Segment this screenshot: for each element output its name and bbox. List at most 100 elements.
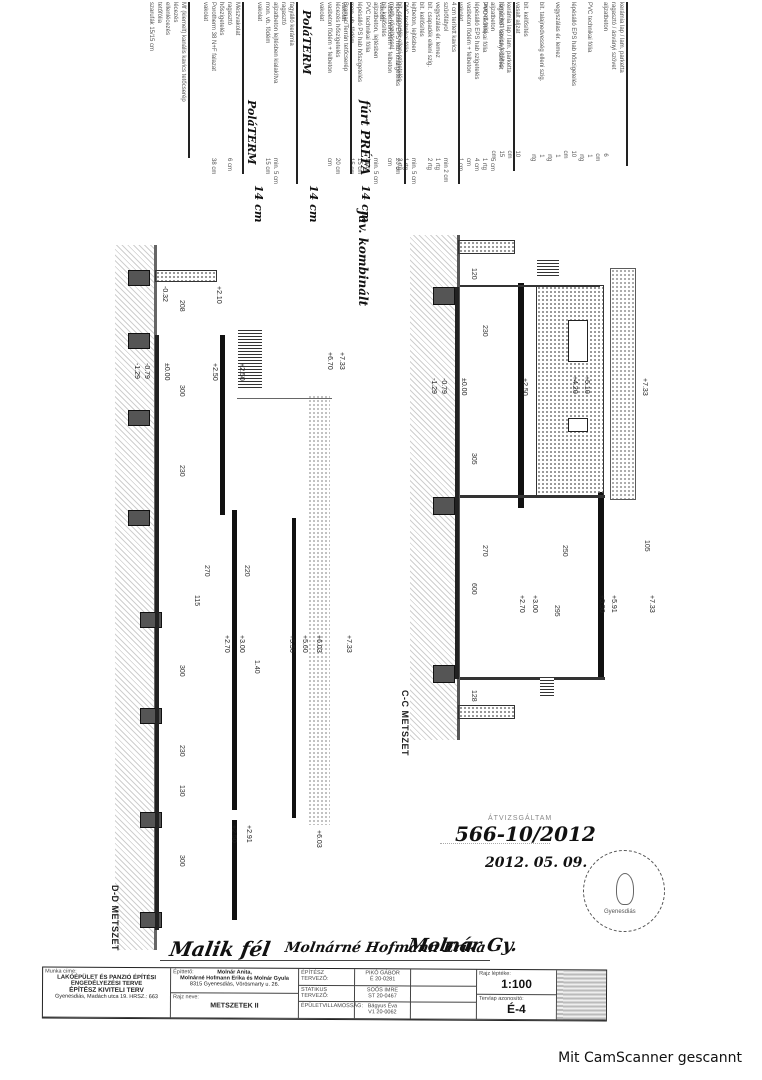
level-mark: ±0.00 bbox=[460, 378, 467, 396]
spec-material: vasbeton födém + felbeton bbox=[465, 2, 471, 73]
level-mark: -1.29 bbox=[430, 378, 437, 394]
level-mark: +6.03 bbox=[315, 635, 322, 653]
spec-line: fagyálló kerámia bbox=[287, 2, 298, 185]
wall-line bbox=[460, 495, 605, 498]
foundation bbox=[128, 410, 150, 426]
signature-cell bbox=[410, 1002, 477, 1020]
role-reg: ST 20-0467 bbox=[368, 993, 397, 1000]
spec-line: bit. talajnedvesség elleni szig.1 rtg bbox=[529, 2, 545, 166]
spec-line: aljzatbeton lejtésben kialakítva min. 5 c… bbox=[271, 2, 279, 184]
spec-material: ragasztó bbox=[280, 2, 286, 26]
skylight bbox=[568, 418, 588, 432]
drawing-label: Rajz neve: bbox=[172, 994, 199, 1001]
dimension: 208 bbox=[178, 300, 185, 312]
scale-value: 1:100 bbox=[501, 976, 532, 992]
level-mark: +2.50 bbox=[211, 363, 218, 381]
level-mark: -0.79 bbox=[440, 378, 447, 394]
spec-line: 4 cm terített kavics bbox=[449, 2, 460, 185]
role-label: ÉPÍTÉSZ TERVEZŐ: bbox=[299, 968, 356, 987]
coat-of-arms-icon bbox=[616, 873, 634, 905]
spec-material: Mf (kiemelt) kanális kavics tetőcserép bbox=[180, 2, 186, 102]
project-line: Gyenesdiás, Madách utca 19. HRSZ.: 663 bbox=[54, 993, 159, 1001]
dimension: 230 bbox=[481, 325, 488, 337]
spec-thickness: 4 cm bbox=[473, 158, 479, 172]
dimension: 300 bbox=[178, 855, 185, 867]
spec-thickness: min. 5 cm bbox=[272, 158, 278, 185]
spec-thickness: 38 cm bbox=[210, 158, 216, 175]
spec-line: bit. kellősítés bbox=[521, 2, 529, 166]
level-mark: +3.00 bbox=[238, 635, 245, 653]
spec-material: Bramac/Terrán tetőcserép bbox=[342, 2, 348, 72]
dimension: 300 bbox=[178, 665, 185, 677]
section-label-dd: D-D METSZET bbox=[110, 885, 120, 951]
spec-material: bit. talajnedvesség elleni szig. bbox=[538, 2, 544, 82]
spec-material: szűrőfátyol bbox=[442, 2, 448, 32]
upper-slab bbox=[292, 518, 296, 818]
spec-material: Mészvakolat bbox=[234, 2, 240, 36]
spec-material: vegyszálas ér. lemez bbox=[434, 2, 440, 58]
roof-edge bbox=[308, 395, 330, 825]
terrace-wall bbox=[458, 705, 515, 719]
signature: Malik fél bbox=[167, 937, 273, 961]
spec-material: bit. csapadék elleni szigetelés bbox=[396, 2, 402, 82]
dimension: 270 bbox=[481, 545, 488, 557]
level-mark: +2.50 bbox=[521, 378, 528, 396]
spec-material: lépésálló EPS hab szigetelés bbox=[473, 2, 479, 80]
drawing-name: METSZETEK II bbox=[210, 1002, 259, 1010]
level-mark: +6.03 bbox=[315, 830, 322, 848]
floor-slab bbox=[232, 510, 237, 810]
spec-thickness: 6 cm bbox=[226, 158, 232, 172]
spec-material: aljzatbeton lejtésben kialakítva bbox=[272, 2, 278, 84]
client-label: Építtető: bbox=[173, 969, 194, 976]
title-block: Munka címe: LAKÓÉPÜLET ÉS PANZIÓ ÉPÍTÉSI… bbox=[41, 966, 608, 1022]
level-mark: +2.70 bbox=[518, 595, 525, 613]
spec-line: bit. csapadék elleni szig.2 rtg bbox=[425, 2, 433, 184]
spec-material: aljzatbeton bbox=[489, 2, 495, 32]
spec-thickness: min. 5 cm bbox=[372, 158, 378, 185]
spec-line: ragasztó / ásványi szövet bbox=[609, 2, 617, 166]
handwritten-note: 14 cm bbox=[252, 185, 265, 223]
dimension: 120 bbox=[470, 268, 477, 280]
spec-thickness: 10 cm bbox=[562, 150, 576, 159]
spec-line: Mészvakolat bbox=[233, 2, 244, 175]
level-mark: +5.50 bbox=[598, 595, 605, 613]
stamp-date: 2012. 05. 09. bbox=[485, 855, 588, 871]
foundation bbox=[128, 270, 150, 286]
spec-material: lejtbeton, lejtésben bbox=[410, 2, 416, 53]
spec-thickness: 2 rtg bbox=[426, 158, 432, 171]
spec-material: bit. kellősítés bbox=[380, 2, 386, 37]
signature-line bbox=[160, 960, 490, 961]
role-label: STATIKUS TERVEZŐ: bbox=[298, 985, 356, 1003]
spec-material: PVC technikai fólia bbox=[586, 2, 592, 53]
wall-line bbox=[237, 398, 332, 399]
dimension: 250 bbox=[561, 545, 568, 557]
wall-line bbox=[460, 677, 605, 680]
floor-slab-1 bbox=[518, 283, 524, 508]
client-line: 8315 Gyenesdiás, Vörösmarty u. 26. bbox=[189, 981, 280, 988]
level-mark: +5.91 bbox=[610, 595, 617, 613]
spec-line: mech. rögzítéssel bbox=[387, 2, 395, 184]
scanner-watermark: Mit CamScanner gescannt bbox=[558, 1050, 742, 1066]
dimension: 300 bbox=[178, 385, 185, 397]
spec-line: vakolat bbox=[317, 2, 325, 174]
spec-material: tetőfólia bbox=[156, 2, 162, 24]
spec-thickness: cm bbox=[465, 158, 471, 166]
dimension: 1.40 bbox=[253, 660, 260, 674]
spec-material: hőszigetelés bbox=[218, 2, 224, 36]
foundation bbox=[128, 333, 150, 349]
spec-material: vakolat bbox=[202, 2, 208, 22]
seal-text: Gyenesdiás bbox=[604, 909, 636, 915]
spec-thickness: 1 rtg bbox=[481, 158, 487, 171]
level-mark: +7.33 bbox=[648, 595, 655, 613]
role-reg: É 20-0281 bbox=[369, 976, 396, 983]
roof-slab bbox=[598, 492, 604, 677]
